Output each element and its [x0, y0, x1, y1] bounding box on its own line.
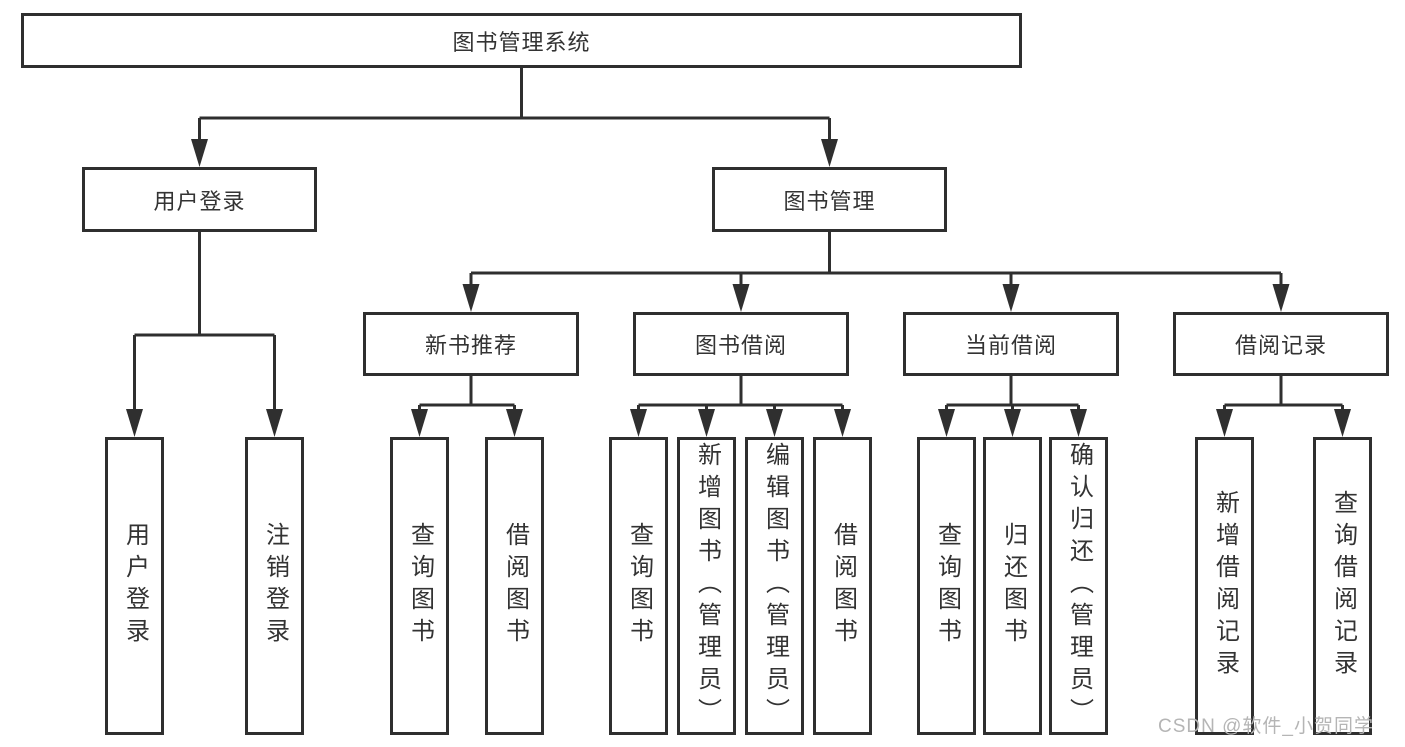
leaf-borrowing-edit-books-admin: 编辑图书（管理员） [745, 437, 804, 735]
node-label: 当前借阅 [964, 333, 1057, 358]
leaf-logout: 注销登录 [245, 437, 304, 735]
node-label: 新书推荐 [424, 333, 517, 358]
leaf-current-query-books: 查询图书 [917, 437, 976, 735]
csdn-watermark: CSDN @软件_小贺同学 [1158, 716, 1374, 737]
leaf-borrowing-query-books: 查询图书 [609, 437, 668, 735]
node-label: 图书管理系统 [452, 29, 591, 55]
node-current-borrowing: 当前借阅 [903, 312, 1119, 376]
leaf-newbook-borrow-books: 借阅图书 [485, 437, 544, 735]
leaf-borrowing-borrow-books: 借阅图书 [813, 437, 872, 735]
node-book-borrowing: 图书借阅 [633, 312, 849, 376]
node-label: 图书管理 [783, 188, 876, 214]
leaf-label: 查询图书 [625, 522, 653, 650]
leaf-label: 查询借阅记录 [1329, 490, 1357, 682]
leaf-borrowing-add-books-admin: 新增图书（管理员） [677, 437, 736, 735]
leaf-label: 借阅图书 [501, 522, 529, 650]
leaf-label: 编辑图书（管理员） [761, 442, 789, 730]
node-label: 用户登录 [153, 188, 246, 214]
leaf-label: 新增图书（管理员） [693, 442, 721, 730]
node-new-book-recommend: 新书推荐 [363, 312, 579, 376]
node-borrowing-records: 借阅记录 [1173, 312, 1389, 376]
leaf-newbook-query-books: 查询图书 [390, 437, 449, 735]
leaf-label: 借阅图书 [829, 522, 857, 650]
leaf-label: 新增借阅记录 [1211, 490, 1239, 682]
leaf-label: 用户登录 [121, 522, 149, 650]
leaf-records-query-record: 查询借阅记录 [1313, 437, 1372, 735]
leaf-records-add-record: 新增借阅记录 [1195, 437, 1254, 735]
leaf-current-confirm-return-admin: 确认归还（管理员） [1049, 437, 1108, 735]
leaf-label: 归还图书 [999, 522, 1027, 650]
leaf-current-return-books: 归还图书 [983, 437, 1042, 735]
leaf-label: 查询图书 [406, 522, 434, 650]
node-label: 借阅记录 [1234, 333, 1327, 358]
node-book-management: 图书管理 [712, 167, 947, 232]
node-library-management-system: 图书管理系统 [21, 13, 1022, 68]
leaf-label: 确认归还（管理员） [1065, 442, 1093, 730]
leaf-label: 注销登录 [261, 522, 289, 650]
leaf-user-login: 用户登录 [105, 437, 164, 735]
node-label: 图书借阅 [694, 333, 787, 358]
leaf-label: 查询图书 [933, 522, 961, 650]
node-user-login: 用户登录 [82, 167, 317, 232]
